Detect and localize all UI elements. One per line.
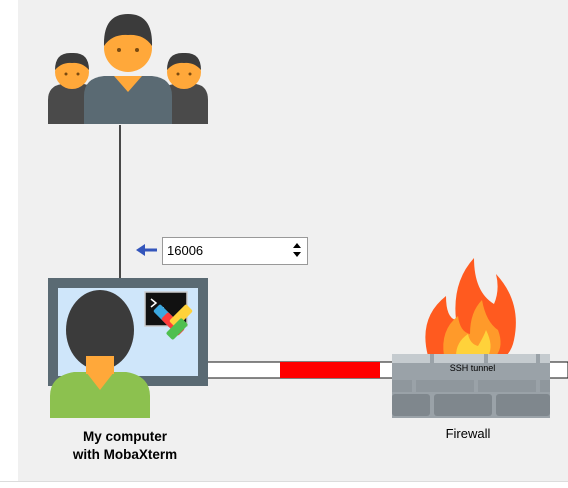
- user-at-monitor-icon: [48, 278, 208, 418]
- firewall-flame-icon: [392, 258, 550, 418]
- mobaxterm-logo-icon: [153, 304, 193, 340]
- ssh-tunnel-label: SSH tunnel: [449, 363, 496, 373]
- computer-label-line2: with MobaXterm: [72, 447, 178, 462]
- port-spinbox[interactable]: 16006: [162, 237, 308, 265]
- spin-down-icon[interactable]: [293, 252, 301, 257]
- tunnel-red-segment: [280, 362, 380, 378]
- computer-label-line1: My computer: [82, 429, 167, 444]
- firewall-label: Firewall: [445, 426, 491, 441]
- bottom-divider: [0, 481, 568, 488]
- left-arrow-icon: [136, 244, 157, 256]
- spin-up-icon[interactable]: [293, 243, 301, 248]
- spinner-arrows-icon[interactable]: [293, 243, 303, 261]
- users-group-icon: [48, 14, 208, 124]
- computer-label: My computer with MobaXterm: [40, 428, 210, 464]
- port-value[interactable]: 16006: [167, 243, 204, 258]
